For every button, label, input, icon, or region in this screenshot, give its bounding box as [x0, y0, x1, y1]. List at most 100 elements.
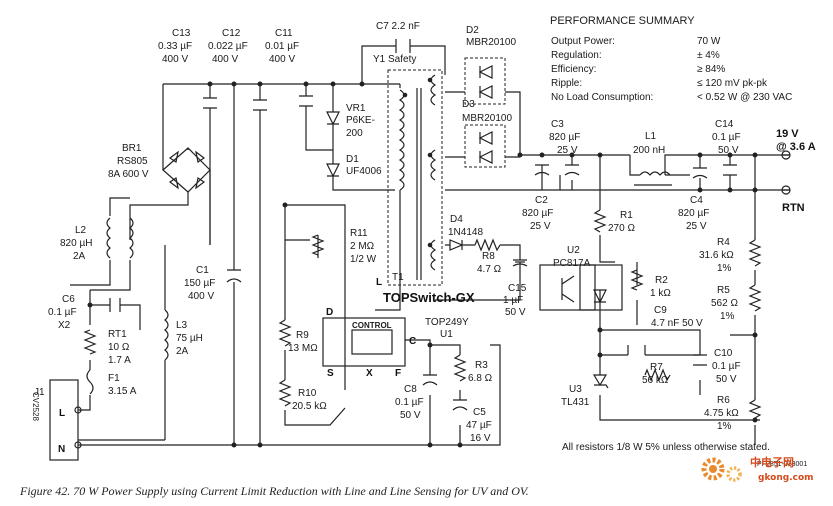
c14-value: 0.1 µF: [712, 132, 741, 143]
u2-ref: U2: [567, 245, 580, 256]
terminal-neutral: N: [58, 444, 65, 455]
c11-ref: C11: [275, 28, 293, 39]
f1-ref: F1: [108, 373, 120, 384]
d1-symbol: [326, 163, 340, 178]
r11-ref: R11: [350, 228, 368, 239]
r5-ref: R5: [717, 285, 730, 296]
perf-value-efficiency: ≥ 84%: [697, 64, 725, 75]
c5-symbol: [452, 399, 468, 411]
output-terminal-rtn: [781, 185, 791, 195]
l1-symbol: [639, 171, 671, 176]
r3-value: 6.8 Ω: [468, 373, 493, 384]
r9-value: 13 MΩ: [288, 343, 318, 354]
r11-symbol: [311, 234, 325, 256]
figure-caption: Figure 42. 70 W Power Supply using Curre…: [20, 484, 529, 498]
r7-ref: R7: [650, 362, 663, 373]
c13-value: 0.33 µF: [158, 41, 192, 52]
c5-ref: C5: [473, 407, 486, 418]
r9-symbol: [278, 319, 292, 347]
c3-voltage: 25 V: [557, 145, 578, 156]
r11-value: 2 MΩ: [350, 241, 375, 252]
u2-led: [593, 289, 607, 304]
c8-symbol: [422, 374, 438, 386]
br1-part: RS805: [117, 156, 148, 167]
d1-ref: D1: [346, 154, 359, 165]
performance-summary: PERFORMANCE SUMMARY Output Power: Regula…: [550, 15, 792, 103]
r2-value: 1 kΩ: [650, 288, 671, 299]
l2-current: 2A: [73, 251, 86, 262]
pin-c: C: [409, 336, 416, 347]
l1-value: 200 nH: [633, 145, 665, 156]
r8-value: 4.7 Ω: [477, 264, 502, 275]
c4-symbol: [692, 167, 708, 179]
l2-ref: L2: [75, 225, 87, 236]
c8-ref: C8: [404, 384, 417, 395]
j1-connector: [49, 379, 79, 461]
r8-ref: R8: [482, 251, 495, 262]
perf-label-output-power: Output Power:: [551, 36, 615, 47]
r2-symbol: [630, 269, 644, 291]
r7-value: 56 kΩ: [642, 375, 669, 386]
d3-ref: D3: [462, 99, 475, 110]
vr1-part-2: 200: [346, 128, 363, 139]
c3-symbol: [564, 164, 580, 176]
u2-transistor: [561, 275, 575, 303]
u3-part: TL431: [561, 397, 590, 408]
u2-part: PC817A: [553, 258, 591, 269]
c9-value: 4.7 nF 50 V: [651, 318, 703, 329]
c8-value: 0.1 µF: [395, 397, 424, 408]
c7-symbol: [395, 39, 411, 53]
c11-voltage: 400 V: [269, 54, 295, 65]
r8-symbol: [474, 238, 501, 252]
r9-ref: R9: [296, 330, 309, 341]
br1-rating: 8A 600 V: [108, 169, 149, 180]
component-labels: C13 0.33 µF 400 V C12 0.022 µF 400 V C11…: [31, 21, 816, 468]
c6-value: 0.1 µF: [48, 307, 77, 318]
r3-symbol: [453, 354, 467, 382]
c4-voltage: 25 V: [686, 221, 707, 232]
topswitch-ic: [322, 317, 406, 367]
watermark-logo: 中电子网 gkong.com: [698, 452, 828, 486]
d4-symbol: [449, 239, 464, 251]
br1-diodes: [168, 150, 206, 190]
u1-part: TOP249Y: [425, 317, 469, 328]
output-voltage: 19 V: [776, 128, 799, 140]
f1-rating: 3.15 A: [108, 386, 137, 397]
l3-value: 75 µH: [176, 333, 203, 344]
t1-secondary: [430, 74, 437, 271]
c7-rating: Y1 Safety: [373, 54, 416, 65]
c10-value: 0.1 µF: [712, 361, 741, 372]
c14-symbol: [723, 164, 737, 176]
d3-symbol: [478, 150, 493, 164]
r6-tolerance: 1%: [717, 421, 732, 432]
c3-ref: C3: [551, 119, 564, 130]
perf-value-output-power: 70 W: [697, 36, 721, 47]
l3-ref: L3: [176, 320, 188, 331]
wiring: [70, 45, 790, 446]
c14-ref: C14: [715, 119, 734, 130]
c9-symbol: [627, 345, 646, 355]
c8-voltage: 50 V: [400, 410, 421, 421]
perf-label-regulation: Regulation:: [551, 50, 602, 61]
vr1-ref: VR1: [346, 103, 366, 114]
d3-part: MBR20100: [462, 113, 512, 124]
r6-value: 4.75 kΩ: [704, 408, 739, 419]
c1-ref: C1: [196, 265, 209, 276]
r1-value: 270 Ω: [608, 223, 635, 234]
c4-value: 820 µF: [678, 208, 709, 219]
l2-symbol: [106, 217, 134, 259]
c15-symbol: [512, 259, 528, 267]
control-label: CONTROL: [352, 321, 392, 330]
c12-symbol: [253, 99, 267, 111]
r5-tolerance: 1%: [720, 311, 735, 322]
u3-ref: U3: [569, 384, 582, 395]
watermark-text-url: gkong.com: [758, 473, 814, 483]
c1-value: 150 µF: [184, 278, 215, 289]
l3-symbol: [164, 309, 169, 361]
l1-ref: L1: [645, 131, 657, 142]
r10-value: 20.5 kΩ: [292, 401, 327, 412]
r5-value: 562 Ω: [711, 298, 738, 309]
d2-ref: D2: [466, 25, 479, 36]
rt1-current: 1.7 A: [108, 355, 131, 366]
